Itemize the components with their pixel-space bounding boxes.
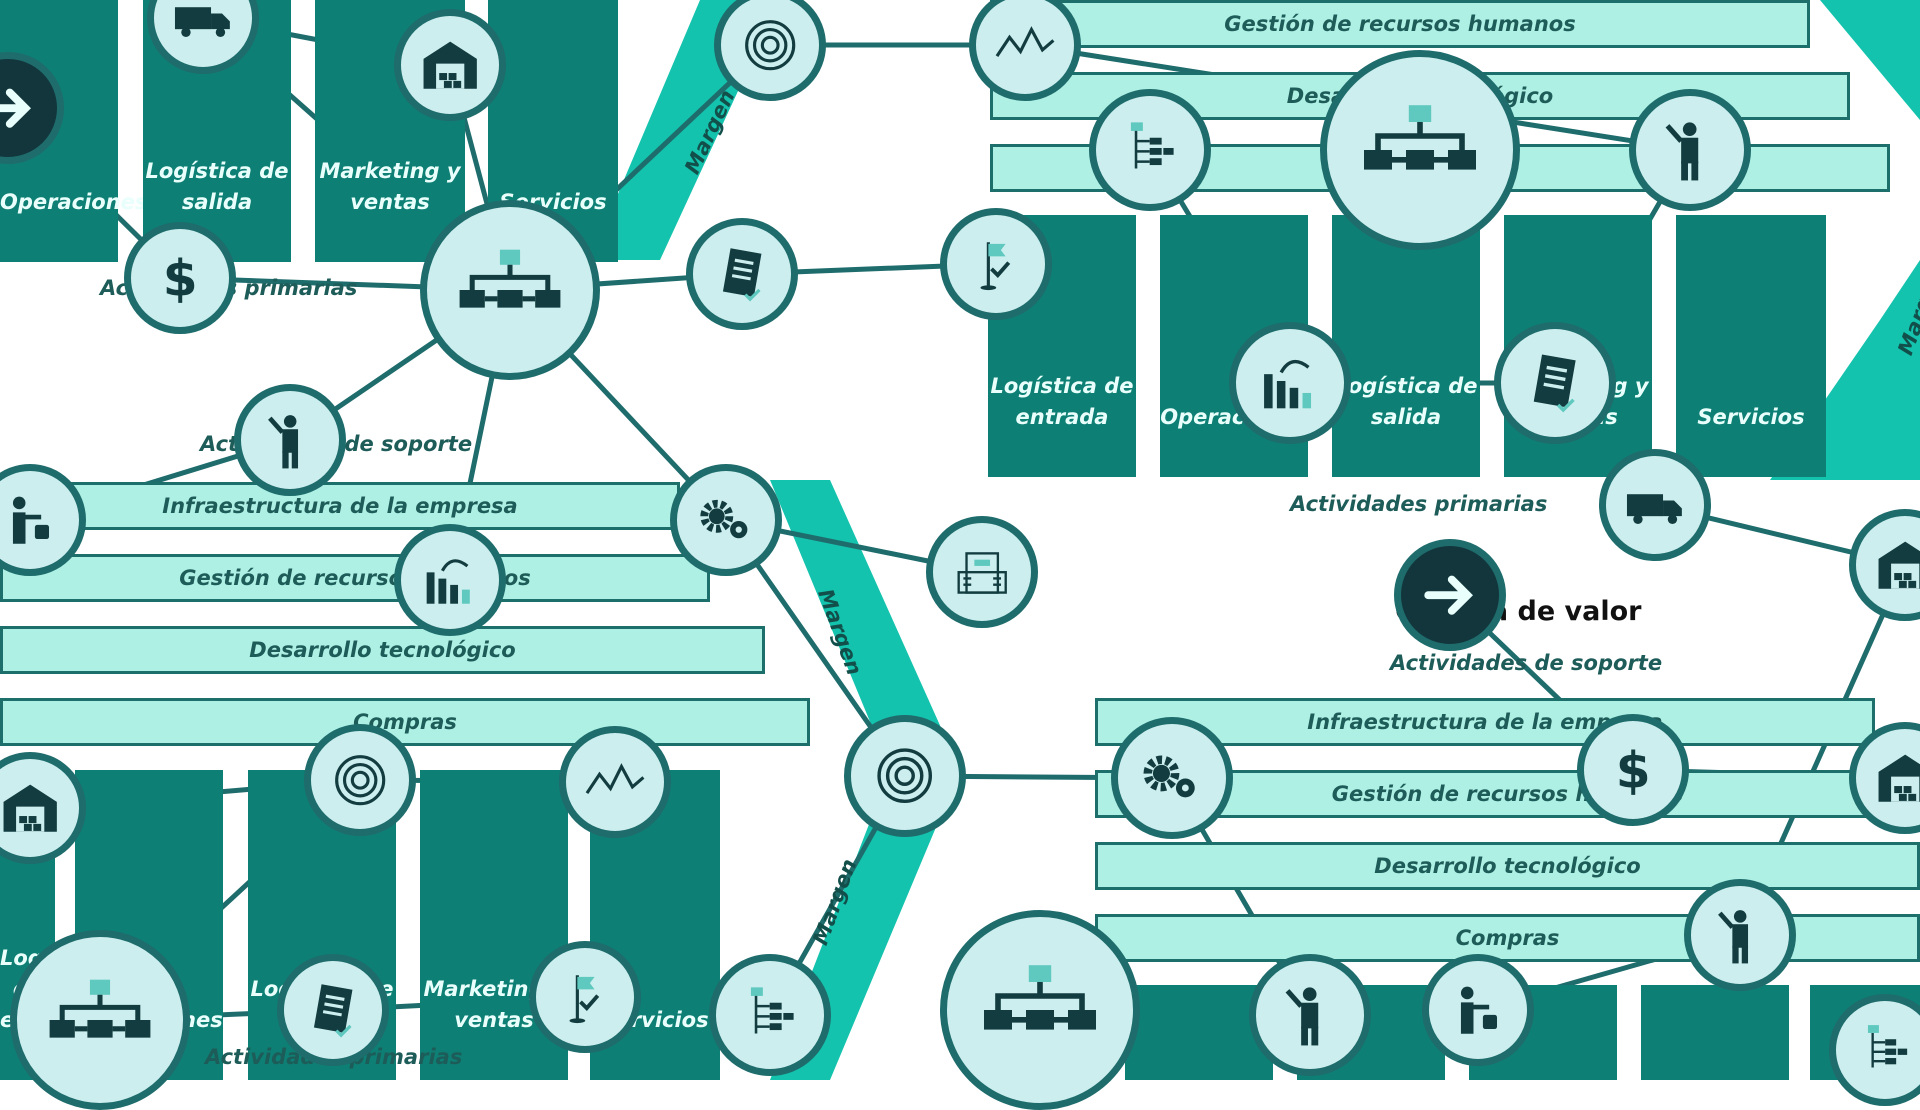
network-node [940, 910, 1140, 1110]
network-node [1320, 50, 1520, 250]
support-bar-tech: Desarrollo tecnológico [1095, 842, 1920, 890]
presenter-icon [0, 481, 69, 559]
support-bar-purchasing: Compras [1095, 914, 1920, 962]
presenter-icon [1439, 971, 1517, 1049]
column-services: Servicios [1676, 215, 1826, 477]
network-node [1111, 717, 1233, 839]
network-node [969, 0, 1081, 101]
network-node [714, 0, 826, 101]
wave-icon [576, 743, 654, 821]
warehouse-icon [0, 769, 69, 847]
truck-icon [1616, 466, 1694, 544]
flowchart-icon [1350, 80, 1490, 220]
support-bar-infrastructure: Infraestructura de la empresa [0, 482, 680, 530]
target-icon [321, 741, 399, 819]
network-node [686, 218, 798, 330]
tree-icon [1846, 1011, 1920, 1089]
primary-activities-label: Actividades primarias [1290, 492, 1548, 516]
network-node [1494, 322, 1616, 444]
gears-icon [687, 481, 765, 559]
column-marketing [1641, 985, 1789, 1080]
network-node [10, 930, 190, 1110]
network-node [940, 208, 1052, 320]
network-node [394, 524, 506, 636]
document-icon [294, 971, 372, 1049]
chart-icon [1247, 340, 1332, 425]
network-node [1849, 722, 1920, 834]
network-node [559, 726, 671, 838]
building-icon [943, 533, 1021, 611]
person-icon [1647, 107, 1732, 192]
network-node [277, 954, 389, 1066]
network-node: $ [124, 222, 236, 334]
document-icon [1512, 340, 1597, 425]
network-node [304, 724, 416, 836]
flag-icon [546, 958, 624, 1036]
network-node [394, 9, 506, 121]
network-node [709, 954, 831, 1076]
network-node: $ [1577, 714, 1689, 826]
arrow-right-icon [0, 69, 47, 147]
network-node [670, 464, 782, 576]
warehouse-icon [411, 26, 489, 104]
dollar-icon: $ [141, 239, 219, 317]
chart-icon [411, 541, 489, 619]
warehouse-icon [1866, 526, 1920, 604]
tree-icon [1107, 107, 1192, 192]
person-icon [1267, 972, 1352, 1057]
network-node [1599, 449, 1711, 561]
support-activities-label: Actividades de soporte [1390, 651, 1663, 675]
network-node [1394, 539, 1506, 651]
network-node [1089, 89, 1211, 211]
target-icon [862, 733, 947, 818]
network-node [234, 384, 346, 496]
network-node [926, 516, 1038, 628]
network-node [1422, 954, 1534, 1066]
network-node [1629, 89, 1751, 211]
document-icon [703, 235, 781, 313]
support-bar-purchasing: Compras [0, 698, 810, 746]
tree-icon [727, 972, 812, 1057]
network-node [0, 752, 86, 864]
column-outbound: Logística de salida [1332, 215, 1480, 477]
network-node [1684, 879, 1796, 991]
flowchart-icon [447, 227, 573, 353]
gears-icon [1129, 735, 1214, 820]
person-icon [251, 401, 329, 479]
svg-text:$: $ [1616, 740, 1651, 799]
person-icon [1701, 896, 1779, 974]
flowchart-icon [37, 957, 163, 1083]
column-inbound [1125, 985, 1273, 1080]
network-node [529, 941, 641, 1053]
dollar-icon: $ [1594, 731, 1672, 809]
support-bar-hr: Gestión de recursos humanos [990, 0, 1810, 48]
truck-icon [164, 0, 242, 57]
network-node [0, 464, 86, 576]
flowchart-icon [970, 940, 1110, 1080]
warehouse-icon [1866, 739, 1920, 817]
wave-icon [986, 6, 1064, 84]
support-bar-hr: Gestión de recursos humanos [0, 554, 710, 602]
arrow-right-icon [1411, 556, 1489, 634]
network-node [420, 200, 600, 380]
support-bar-tech: Desarrollo tecnológico [0, 626, 765, 674]
flag-icon [957, 225, 1035, 303]
svg-text:$: $ [163, 248, 198, 307]
network-node [1229, 322, 1351, 444]
margin-chevron [1770, 0, 1920, 480]
network-node [844, 715, 966, 837]
target-icon [731, 6, 809, 84]
network-node [1249, 954, 1371, 1076]
